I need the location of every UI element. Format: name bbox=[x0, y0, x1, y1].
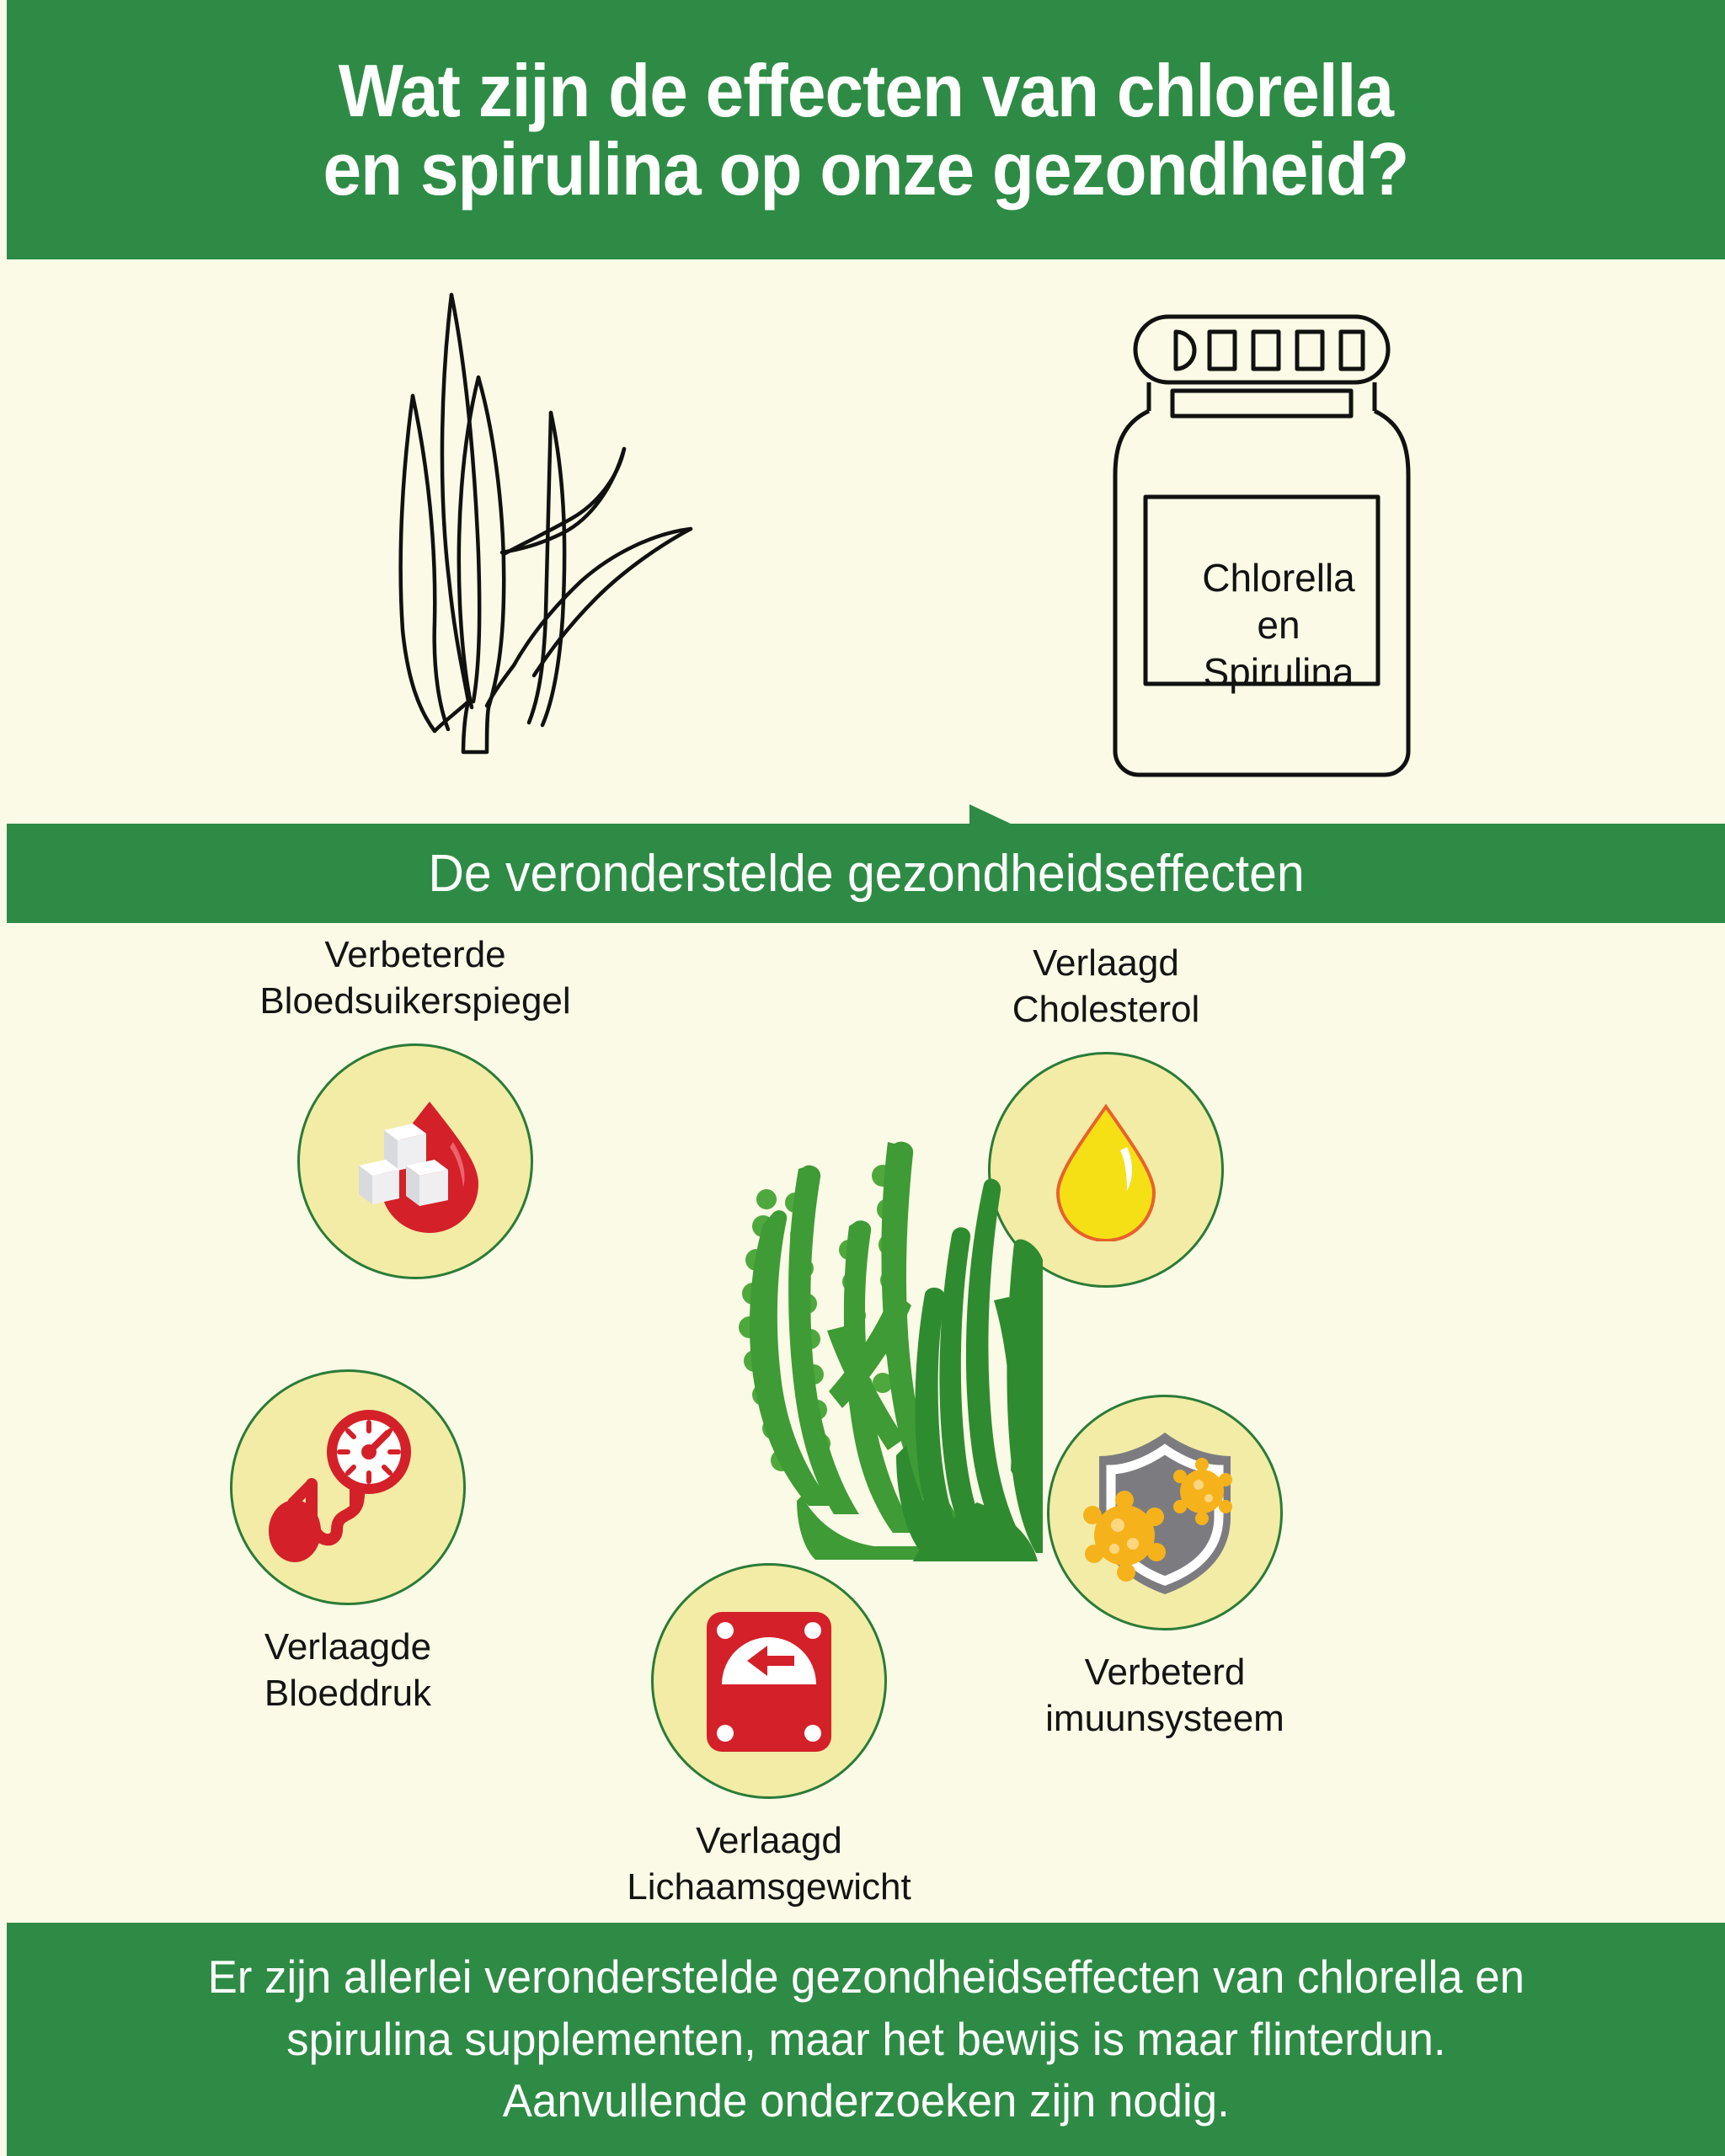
oil-droplet-icon bbox=[1055, 1103, 1156, 1241]
effect-label: Verlaagd Lichaamsgewicht bbox=[627, 1820, 911, 1908]
illustration-row: Chlorella en Spirulina bbox=[7, 259, 1725, 885]
blood-drop-sugar-cubes-icon bbox=[359, 1101, 478, 1233]
effect-label: Verlaagd Cholesterol bbox=[1012, 942, 1200, 1031]
weight-scale-icon bbox=[707, 1611, 831, 1752]
effect-label: Verbeterd imuunsysteem bbox=[1045, 1652, 1284, 1740]
left-edge-margin bbox=[0, 0, 7, 2156]
effect-blood-pressure: Verlaagde Bloeddruk bbox=[167, 1369, 529, 1717]
shield-virus-icon bbox=[1083, 1433, 1232, 1594]
blood-pressure-monitor-icon bbox=[269, 1410, 411, 1562]
jar-label: Chlorella en Spirulina bbox=[1202, 556, 1355, 695]
subtitle-text: De veronderstelde gezondheidseffecten bbox=[427, 844, 1305, 903]
subtitle-band: De veronderstelde gezondheidseffecten bbox=[7, 824, 1725, 923]
green-seaweed-illustration-icon bbox=[739, 1141, 1043, 1561]
footer-text: Er zijn allerlei veronderstelde gezondhe… bbox=[207, 1950, 1525, 2127]
effect-label: Verbeterde Bloedsuikerspiegel bbox=[259, 934, 571, 1022]
effect-body-weight: Verlaagd Lichaamsgewicht bbox=[588, 1563, 950, 1911]
effects-section: Verbeterde Bloedsuikerspiegel bbox=[7, 923, 1725, 2071]
effect-icon-circle bbox=[1047, 1395, 1283, 1630]
footer-band: Er zijn allerlei veronderstelde gezondhe… bbox=[7, 1923, 1725, 2156]
header-band: Wat zijn de effecten van chlorella en sp… bbox=[7, 0, 1725, 259]
supplement-jar-icon bbox=[1113, 314, 1411, 777]
effect-icon-circle bbox=[297, 1043, 533, 1279]
effect-icon-circle bbox=[651, 1563, 887, 1799]
effect-icon-circle bbox=[230, 1369, 466, 1605]
seaweed-line-drawing-icon bbox=[398, 292, 693, 755]
page-title: Wat zijn de effecten van chlorella en sp… bbox=[323, 48, 1410, 211]
effect-immune-system: Verbeterd imuunsysteem bbox=[984, 1395, 1346, 1742]
effect-label: Verlaagde Bloeddruk bbox=[264, 1626, 432, 1715]
effect-blood-sugar: Verbeterde Bloedsuikerspiegel bbox=[234, 931, 596, 1279]
